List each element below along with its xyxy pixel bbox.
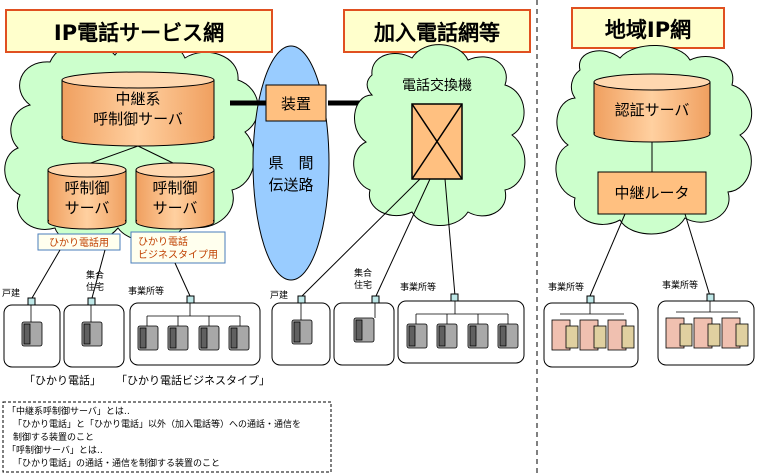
relay-router: 中継ルータ [597, 171, 707, 215]
left-label-apartment-1: 集合 [86, 269, 104, 281]
call-server-a-label-2: サーバ [65, 199, 110, 217]
title-ip-network: IP電話サービス網 [5, 9, 273, 53]
left-label-office: 事業所等 [128, 285, 164, 297]
tag-hikari-text: ひかり電話用 [49, 236, 109, 249]
right-label-office-b: 事業所等 [662, 279, 698, 291]
note-line-1: 「中継系呼制御サーバ」とは‥ [7, 405, 130, 417]
title-ip-network-text: IP電話サービス網 [54, 21, 224, 45]
exchange-switch [411, 103, 463, 180]
exchange-label: 電話交換機 [402, 77, 472, 94]
call-server-b-label-1: 呼制御 [152, 179, 197, 197]
tag-business-text-2: ビジネスタイプ用 [138, 249, 218, 261]
relay-call-server-label-1: 中継系 [115, 90, 160, 108]
transmission-ellipse: 県 間 伝送路 [252, 45, 330, 281]
tag-hikari: ひかり電話用 [37, 233, 121, 251]
call-server-a: 呼制御 サーバ [47, 162, 127, 230]
left-customer-boxes [3, 302, 261, 368]
relay-call-server: 中継系 呼制御サーバ [61, 71, 215, 147]
relay-links [87, 145, 176, 165]
right-onu-nodes [586, 293, 715, 304]
title-subscriber-network-text: 加入電話網等 [373, 21, 500, 45]
auth-server-label: 認証サーバ [615, 101, 690, 119]
call-server-b-label-2: サーバ [153, 199, 198, 217]
tag-business-text-1: ひかり電話 [138, 235, 188, 248]
transmission-label-1: 県 間 [268, 154, 313, 172]
left-label-apartment-2: 住宅 [86, 281, 104, 293]
notes-box: 「中継系呼制御サーバ」とは‥ 「ひかり電話」と「ひかり電話」以外（加入電話等）へ… [2, 401, 332, 473]
left-onu-nodes [27, 295, 195, 306]
left-label-house: 戸建 [2, 287, 20, 299]
note-line-4: 「呼制御サーバ」とは‥ [7, 444, 103, 456]
call-server-b: 呼制御 サーバ [135, 162, 215, 230]
caption-business: 「ひかり電話ビジネスタイプ」 [116, 373, 270, 387]
center-label-apartment-1: 集合 [354, 267, 372, 279]
tag-business: ひかり電話 ビジネスタイプ用 [130, 231, 226, 264]
call-server-a-label-1: 呼制御 [64, 179, 109, 197]
center-access-lines [301, 178, 456, 297]
title-regional-ip-network: 地域IP網 [571, 7, 725, 49]
center-label-office: 事業所等 [400, 281, 436, 293]
note-line-2: 「ひかり電話」と「ひかり電話」以外（加入電話等）への通話・通信を [13, 418, 301, 430]
center-label-house: 戸建 [270, 289, 288, 301]
left-access-lines [31, 249, 191, 299]
right-pcs [551, 301, 749, 351]
title-regional-ip-network-text: 地域IP網 [605, 18, 691, 42]
device-label: 装置 [281, 95, 311, 113]
caption-hikari: 「ひかり電話」 [24, 373, 101, 387]
right-access-lines [589, 213, 711, 297]
right-label-office-a: 事業所等 [548, 281, 584, 293]
center-phones [291, 301, 519, 349]
device-box: 装置 [265, 84, 327, 122]
left-phones [21, 303, 250, 351]
relay-router-label: 中継ルータ [614, 184, 689, 202]
center-onu-nodes [297, 293, 459, 304]
auth-server: 認証サーバ [593, 73, 711, 143]
right-customer-boxes [543, 300, 755, 368]
relay-call-server-label-2: 呼制御サーバ [93, 110, 183, 128]
transmission-label-2: 伝送路 [268, 176, 313, 194]
note-line-3: 制御する装置のこと [13, 431, 94, 443]
note-line-5: 「ひかり電話」の通話・通信を制御する装置のこと [13, 457, 220, 469]
center-label-apartment-2: 住宅 [354, 279, 372, 291]
